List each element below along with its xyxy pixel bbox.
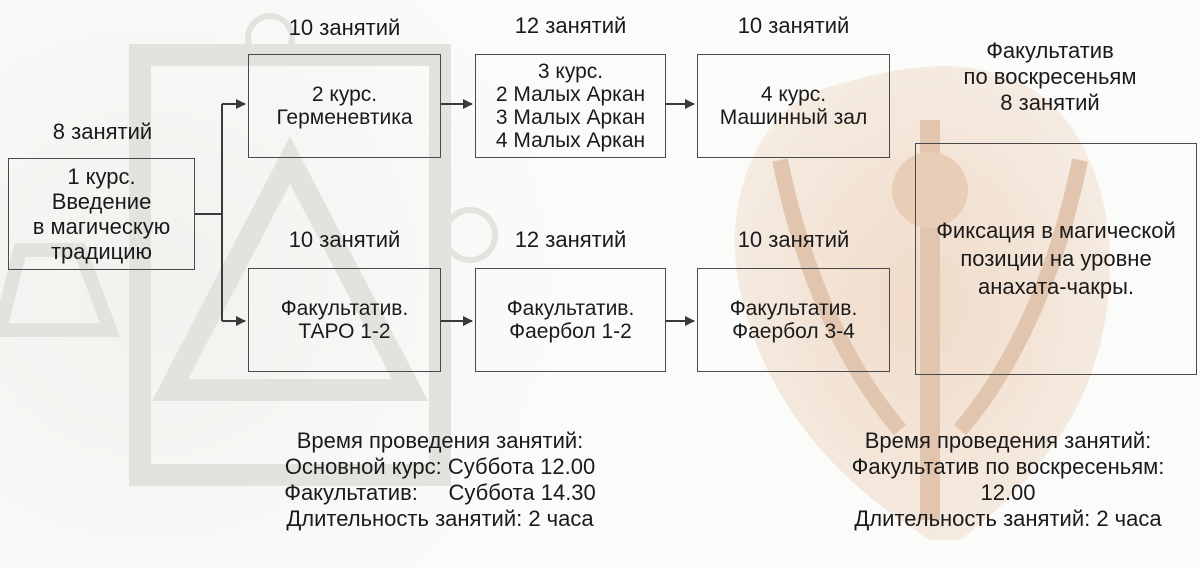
- course3-line: 3 Малых Аркан: [495, 106, 646, 129]
- sunday-header: Факультатив по воскресеньям 8 занятий: [930, 38, 1170, 116]
- schedule-left-line: Длительность занятий: 2 часа: [286, 506, 594, 531]
- course3-box: 3 курс. 2 Малых Аркан 3 Малых Аркан 4 Ма…: [475, 54, 666, 158]
- sunday-line: Фиксация в магической: [936, 218, 1176, 243]
- course1-line: 1 курс.: [67, 164, 136, 189]
- elective1-count: 10 занятий: [288, 227, 401, 252]
- elective1-line: ТАРО 1-2: [298, 320, 391, 343]
- sunday-header-line: Факультатив: [986, 38, 1114, 63]
- elective2-count: 12 занятий: [514, 227, 627, 252]
- course2-line: Герменевтика: [276, 106, 413, 129]
- sunday-line: позиции на уровне: [960, 246, 1152, 271]
- elective3-line: Фаербол 3-4: [732, 320, 855, 343]
- elective3-line: Факультатив.: [729, 297, 858, 320]
- elective3-count: 10 занятий: [737, 227, 850, 252]
- schedule-right-line: Длительность занятий: 2 часа: [854, 506, 1162, 531]
- course4-line: 4 курс.: [760, 83, 827, 106]
- sunday-header-line: по воскресеньям: [963, 64, 1137, 89]
- schedule-right: Время проведения занятий: Факультатив по…: [818, 428, 1198, 532]
- course4-box: 4 курс. Машинный зал: [697, 54, 890, 158]
- sunday-line: анахата-чакры.: [978, 274, 1134, 299]
- schedule-right-line: Факультатив по воскресеньям:: [851, 454, 1165, 479]
- schedule-left: Время проведения занятий: Основной курс:…: [245, 428, 635, 532]
- triangle-watermark: [0, 13, 498, 486]
- course3-line: 2 Малых Аркан: [495, 83, 646, 106]
- course3-count: 12 занятий: [514, 13, 627, 38]
- course1-line: традицию: [50, 239, 153, 264]
- schedule-left-line: Основной курс: Суббота 12.00: [284, 454, 596, 479]
- schedule-left-line: Факультатив: Суббота 14.30: [284, 480, 596, 505]
- course2-line: 2 курс.: [311, 83, 378, 106]
- sunday-box: Фиксация в магической позиции на уровне …: [915, 143, 1197, 375]
- course3-line: 4 Малых Аркан: [495, 129, 646, 152]
- course2-count: 10 занятий: [288, 15, 401, 40]
- elective1-line: Факультатив.: [280, 297, 409, 320]
- course1-line: Введение: [51, 189, 152, 214]
- elective2-box: Факультатив. Фаербол 1-2: [475, 268, 666, 372]
- course2-box: 2 курс. Герменевтика: [248, 54, 441, 158]
- course3-line: 3 курс.: [537, 60, 604, 83]
- eagle-emblem: [734, 66, 1110, 540]
- course4-line: Машинный зал: [719, 106, 868, 129]
- elective2-line: Фаербол 1-2: [509, 320, 632, 343]
- schedule-left-line: Время проведения занятий:: [296, 428, 584, 453]
- elective1-box: Факультатив. ТАРО 1-2: [248, 268, 441, 372]
- course1-box: 1 курс. Введение в магическую традицию: [8, 158, 195, 270]
- elective2-line: Факультатив.: [506, 297, 635, 320]
- schedule-right-line: 12.00: [980, 480, 1036, 505]
- schedule-right-line: Время проведения занятий:: [864, 428, 1152, 453]
- course1-line: в магическую: [32, 214, 171, 239]
- course1-count: 8 занятий: [52, 119, 153, 144]
- course4-count: 10 занятий: [737, 13, 850, 38]
- elective3-box: Факультатив. Фаербол 3-4: [697, 268, 890, 372]
- sunday-header-line: 8 занятий: [1000, 90, 1100, 115]
